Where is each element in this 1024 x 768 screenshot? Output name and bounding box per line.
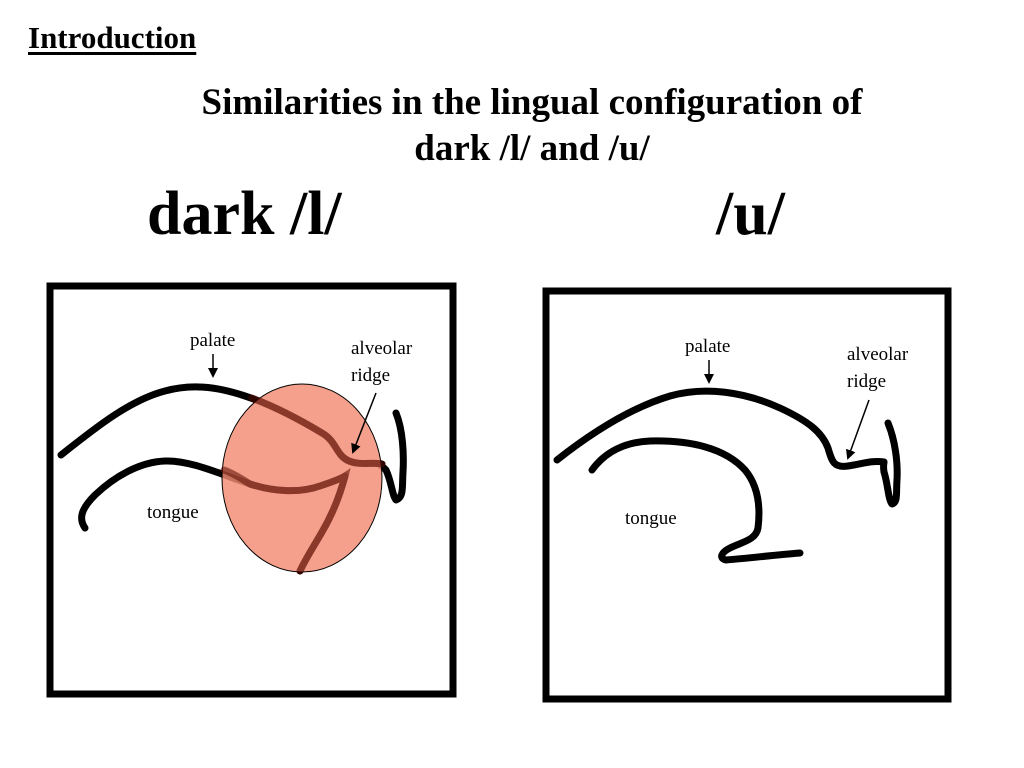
dark-l-tongue-label: tongue — [147, 502, 199, 523]
dark-l-palate-label: palate — [190, 330, 235, 351]
dark-l-title: dark /l/ — [147, 180, 342, 248]
dark-l-lines-through-highlight — [220, 394, 386, 575]
u-alveolar-label-line-2: ridge — [847, 371, 886, 392]
u-tongue-label: tongue — [625, 508, 677, 529]
dark-l-panel: palate alveolar ridge tongue — [46, 282, 457, 698]
u-alveolar-arrow — [846, 399, 870, 460]
dark-l-teeth-contour — [376, 409, 407, 504]
slide-title-line-1: Similarities in the lingual configuratio… — [201, 82, 863, 123]
u-title: /u/ — [716, 180, 785, 248]
dark-l-frame — [46, 282, 457, 698]
dark-l-alveolar-label-line-1: alveolar — [351, 338, 413, 359]
section-heading: Introduction — [28, 20, 197, 55]
dark-l-alveolar-label-line-2: ridge — [351, 365, 390, 386]
slide-title-line-2: dark /l/ and /u/ — [414, 128, 650, 169]
u-palate-label: palate — [685, 336, 730, 357]
u-frame — [542, 287, 952, 703]
u-tongue-contour — [588, 437, 804, 564]
dark-l-alveolar-arrow — [351, 392, 377, 454]
u-palate-contour — [553, 387, 888, 470]
u-alveolar-label-line-1: alveolar — [847, 344, 909, 365]
slide-title: Similarities in the lingual configuratio… — [112, 80, 952, 172]
u-panel: palate alveolar ridge tongue — [542, 287, 952, 703]
u-teeth-contour — [880, 419, 901, 508]
